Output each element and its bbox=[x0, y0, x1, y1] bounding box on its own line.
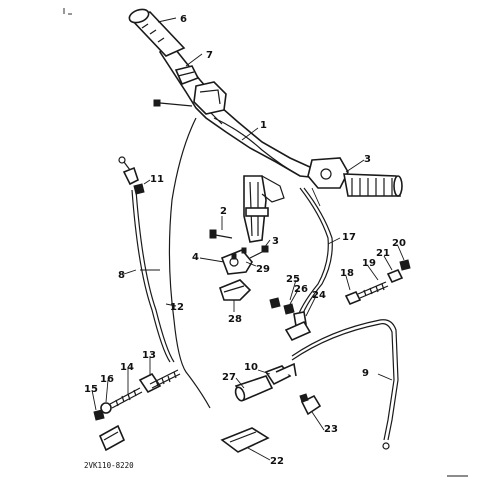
throttle-collar bbox=[174, 65, 200, 86]
callout-23: 23 bbox=[324, 424, 338, 435]
callout-19: 19 bbox=[362, 258, 376, 269]
callout-20: 20 bbox=[392, 238, 406, 249]
callout-1: 1 bbox=[260, 120, 267, 131]
callout-8: 8 bbox=[118, 270, 125, 281]
diagram-code: 2VK110-8220 bbox=[84, 461, 134, 470]
cable-8 bbox=[118, 156, 175, 363]
callout-4: 4 bbox=[192, 252, 199, 263]
lever-assembly bbox=[234, 362, 297, 402]
left-grip bbox=[128, 8, 186, 57]
callout-3b: 3 bbox=[272, 236, 279, 247]
callout-6: 6 bbox=[180, 14, 187, 25]
corner-marks bbox=[63, 8, 468, 477]
leader-lines bbox=[91, 17, 405, 461]
callout-18: 18 bbox=[340, 268, 354, 279]
callout-10: 10 bbox=[244, 362, 258, 373]
adjuster-assembly-middle bbox=[269, 297, 312, 342]
cable-9 bbox=[291, 319, 399, 450]
bracket-left bbox=[98, 424, 126, 452]
cable-17 bbox=[295, 187, 333, 323]
callout-3: 3 bbox=[364, 154, 371, 165]
callout-29: 29 bbox=[256, 264, 270, 275]
cable-clip bbox=[219, 279, 252, 301]
callout-14: 14 bbox=[120, 362, 134, 373]
spring-adjuster-left bbox=[93, 369, 181, 421]
callout-2: 2 bbox=[220, 206, 227, 217]
callout-24: 24 bbox=[312, 290, 326, 301]
screw-11 bbox=[133, 179, 151, 195]
callout-12: 12 bbox=[170, 302, 184, 313]
callout-labels: 6 7 1 3 11 2 3 17 4 29 8 12 28 18 19 21 … bbox=[84, 14, 406, 470]
adjuster-assembly-right bbox=[344, 259, 411, 306]
bracket-22 bbox=[220, 427, 270, 453]
cable-12 bbox=[168, 117, 211, 409]
callout-27: 27 bbox=[222, 372, 236, 383]
callout-13: 13 bbox=[142, 350, 156, 361]
callout-26: 26 bbox=[294, 284, 308, 295]
callout-9: 9 bbox=[362, 368, 369, 379]
callout-16: 16 bbox=[100, 374, 114, 385]
callout-28: 28 bbox=[228, 314, 242, 325]
clamp-23 bbox=[299, 393, 322, 416]
callout-25: 25 bbox=[286, 274, 300, 285]
callout-7: 7 bbox=[206, 50, 213, 61]
lever-pivot-cluster bbox=[209, 229, 269, 275]
callout-22: 22 bbox=[270, 456, 284, 467]
handlebar-assembly bbox=[153, 38, 323, 243]
callout-21: 21 bbox=[376, 248, 390, 259]
callout-11: 11 bbox=[150, 174, 164, 185]
callout-17: 17 bbox=[342, 232, 356, 243]
callout-15: 15 bbox=[84, 384, 98, 395]
throttle-housing bbox=[307, 157, 403, 207]
